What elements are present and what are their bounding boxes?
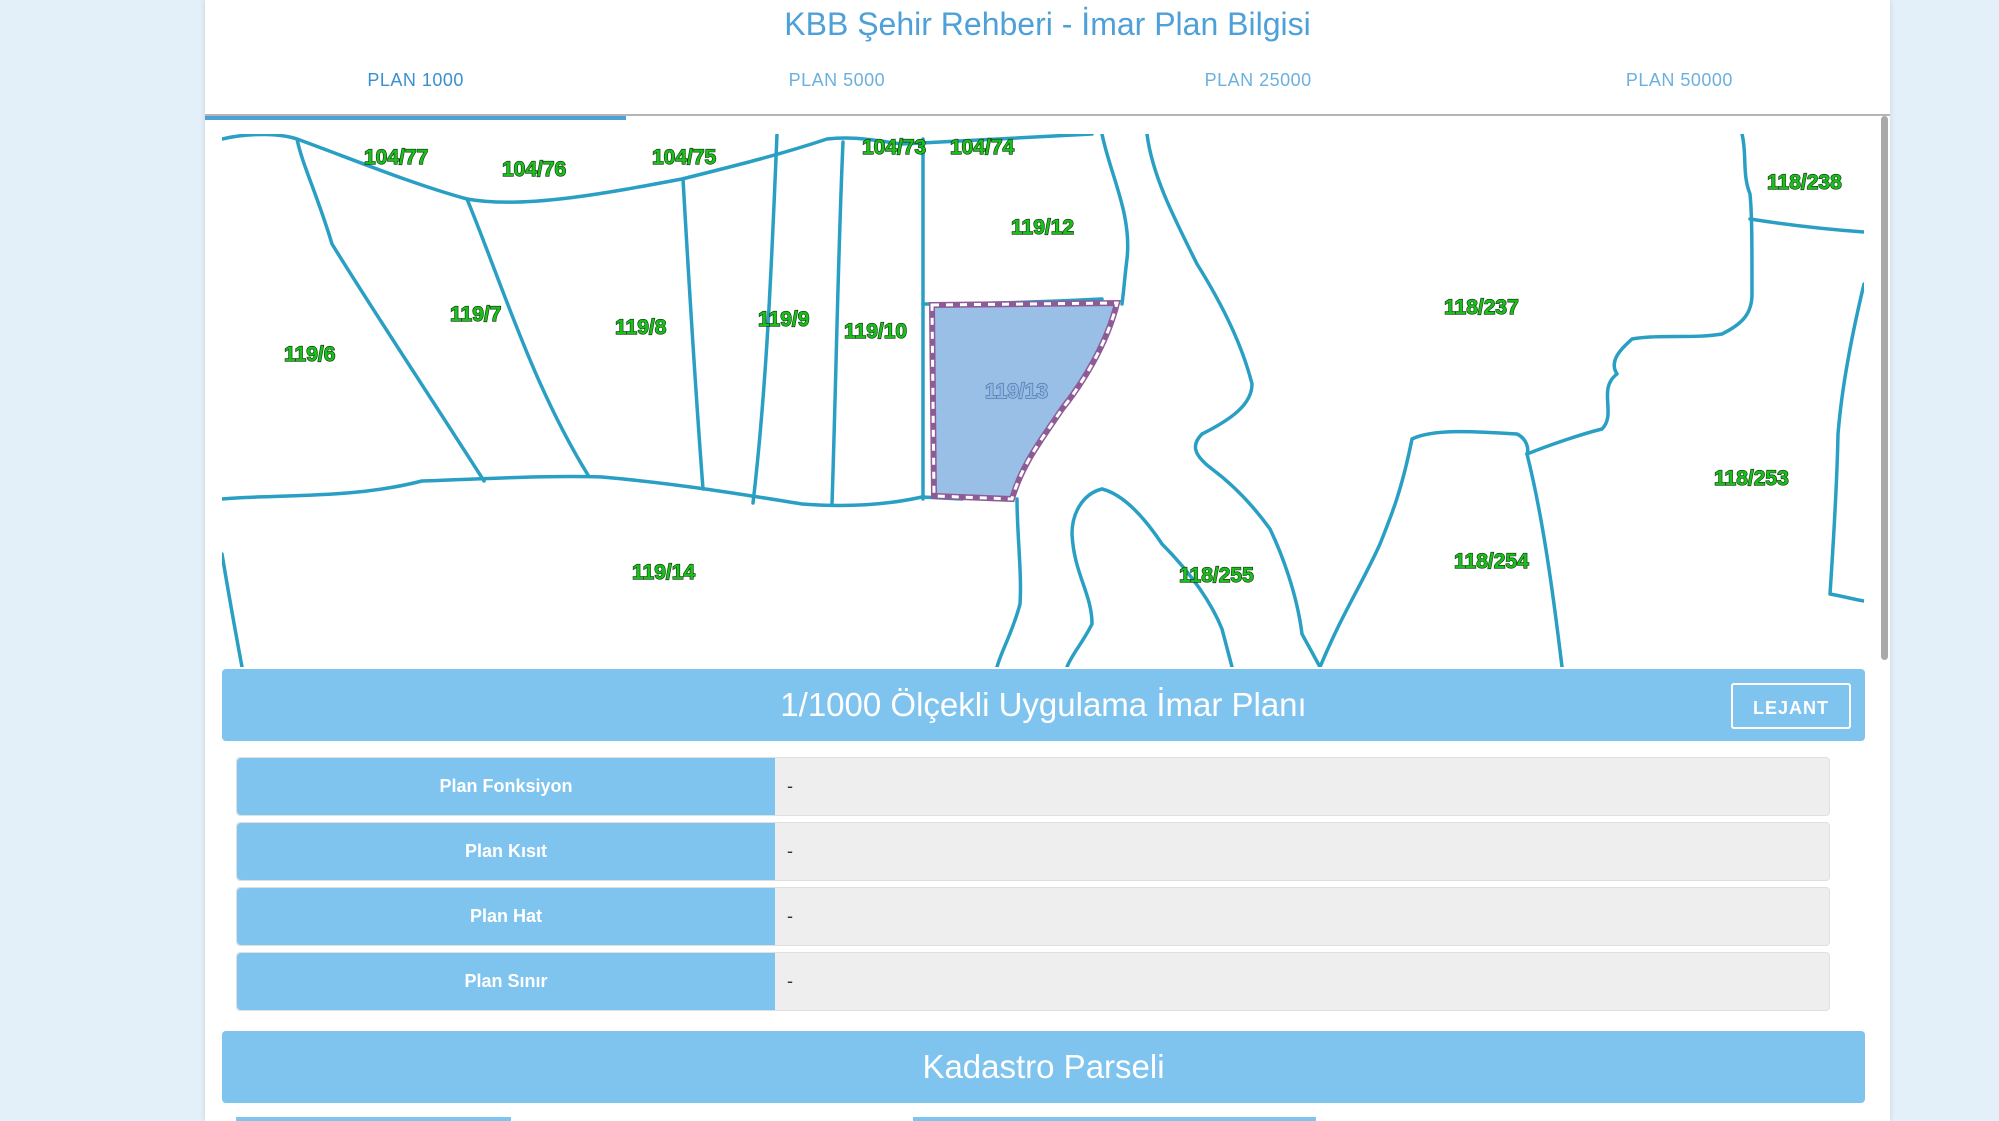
row-value: - — [787, 906, 793, 926]
tab-plan-1000[interactable]: PLAN 1000 — [205, 56, 627, 120]
plan-sinir-row: Plan Sınır - — [236, 952, 1830, 1011]
parcel-label: 119/7 — [450, 303, 501, 326]
plan-section-title: 1/1000 Ölçekli Uygulama İmar Planı — [780, 686, 1307, 723]
selected-parcel-outline — [930, 301, 1119, 501]
parcel-label: 104/73 — [862, 136, 926, 159]
parcel-label: 119/9 — [758, 308, 809, 331]
plan-hat-row: Plan Hat - — [236, 887, 1830, 946]
parcel-boundaries — [222, 134, 1864, 667]
main-card: KBB Şehir Rehberi - İmar Plan Bilgisi PL… — [205, 0, 1890, 1121]
parcel-label: 118/255 — [1179, 564, 1254, 587]
parcel-label: 104/75 — [652, 146, 717, 169]
parcel-map[interactable]: 104/77 104/76 104/75 104/73 104/74 119/1… — [222, 134, 1864, 667]
row-label: Plan Hat — [237, 888, 775, 945]
row-label: Plan Sınır — [237, 953, 775, 1010]
parcel-label: 104/74 — [950, 136, 1015, 159]
parcel-label-selected: 119/13 — [985, 380, 1048, 403]
tab-plan-50000[interactable]: PLAN 50000 — [1625, 70, 1733, 90]
plan-fonksiyon-row: Plan Fonksiyon - — [236, 757, 1830, 816]
tab-plan-5000[interactable]: PLAN 5000 — [788, 70, 886, 90]
plan-kisit-row: Plan Kısıt - — [236, 822, 1830, 881]
row-label: Plan Fonksiyon — [237, 758, 775, 815]
parcel-label: 104/77 — [364, 146, 428, 169]
parcel-map-svg: 104/77 104/76 104/75 104/73 104/74 119/1… — [222, 134, 1864, 667]
parcel-label: 119/8 — [615, 316, 667, 339]
parcel-label: 119/10 — [844, 320, 907, 343]
parcel-label: 118/254 — [1454, 550, 1529, 573]
legend-button[interactable]: LEJANT — [1731, 683, 1851, 729]
parcel-label: 118/238 — [1767, 171, 1842, 194]
plan-section-header: 1/1000 Ölçekli Uygulama İmar Planı LEJAN… — [222, 669, 1865, 741]
parcel-label: 119/12 — [1011, 216, 1074, 239]
page-title: KBB Şehir Rehberi - İmar Plan Bilgisi — [784, 6, 1311, 42]
parcel-label: 119/14 — [632, 561, 695, 584]
parcel-label: 118/253 — [1714, 467, 1789, 490]
scrollbar[interactable] — [1881, 116, 1888, 660]
row-value: - — [787, 776, 793, 796]
row-value: - — [787, 971, 793, 991]
cadastre-row-label-strip — [236, 1117, 511, 1121]
cadastre-section-title: Kadastro Parseli — [922, 1048, 1165, 1085]
cadastre-section-header: Kadastro Parseli — [222, 1031, 1865, 1103]
tab-plan-25000[interactable]: PLAN 25000 — [1204, 70, 1312, 90]
plan-tabs: PLAN 1000 PLAN 5000 PLAN 25000 PLAN 5000… — [205, 56, 1890, 120]
parcel-label: 104/76 — [502, 158, 566, 181]
row-value: - — [787, 841, 793, 861]
parcel-label: 118/237 — [1444, 296, 1519, 319]
cadastre-row-label-strip — [913, 1117, 1316, 1121]
row-label: Plan Kısıt — [237, 823, 775, 880]
parcel-label: 119/6 — [284, 343, 335, 366]
